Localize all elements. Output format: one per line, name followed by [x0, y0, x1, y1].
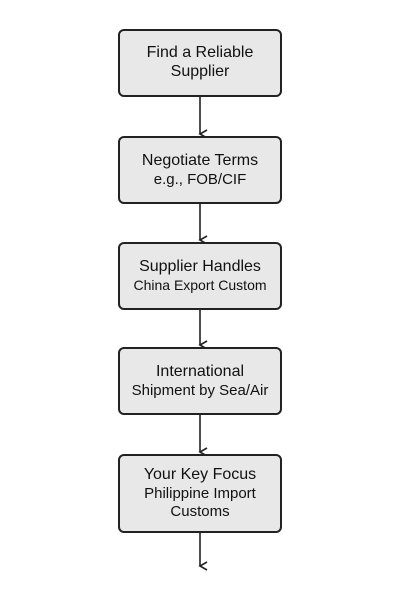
step-label-line: Supplier Handles	[139, 258, 261, 276]
step-label-line: Find a Reliable	[146, 44, 254, 62]
step-label-line: Philippine Import	[144, 485, 256, 503]
step-label-line: International	[155, 362, 245, 380]
step-label-line: Negotiate Terms	[141, 151, 259, 169]
step-label-line: Supplier	[170, 63, 230, 80]
step-negotiate-terms: Negotiate Terms e.g., FOB/CIF	[118, 136, 282, 204]
step-label-line: Your Key Focus	[143, 466, 257, 484]
step-label-line: Shipment by Sea/Air	[131, 381, 269, 399]
step-find-supplier: Find a Reliable Supplier	[118, 29, 282, 97]
step-label-line: Customs	[170, 502, 230, 520]
step-philippine-import-customs: Your Key Focus Philippine Import Customs	[118, 454, 282, 533]
step-international-shipment: International Shipment by Sea/Air	[118, 347, 282, 415]
step-label-line: e.g., FOB/CIF	[153, 170, 247, 188]
step-supplier-export-customs: Supplier Handles China Export Custom	[118, 242, 282, 310]
step-label-line: China Export Custom	[133, 277, 267, 294]
